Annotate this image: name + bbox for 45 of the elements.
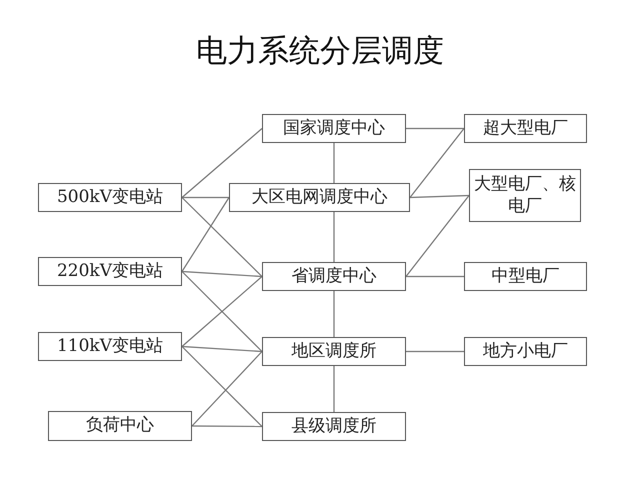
dispatch-box bbox=[262, 262, 406, 291]
connector-line bbox=[182, 197, 262, 277]
node-label: 大区电网调度中心 bbox=[252, 186, 388, 208]
connector-line bbox=[333, 143, 335, 183]
node-label: 县级调度所 bbox=[292, 416, 376, 438]
node-label: 地区调度所 bbox=[292, 340, 376, 362]
connector-line bbox=[406, 350, 464, 352]
connector-line bbox=[333, 291, 335, 337]
connector-line bbox=[182, 346, 262, 352]
connector-line bbox=[333, 366, 335, 412]
connector-line bbox=[182, 196, 229, 198]
connector-line bbox=[406, 128, 464, 130]
dispatch-box bbox=[464, 262, 587, 291]
dispatch-box bbox=[38, 183, 182, 212]
connector-line bbox=[192, 425, 262, 428]
dispatch-box bbox=[38, 257, 182, 286]
node-label: 大型电厂、核电厂 bbox=[473, 174, 577, 217]
dispatch-box bbox=[229, 183, 410, 212]
node-label: 地方小电厂 bbox=[483, 340, 568, 362]
dispatch-box bbox=[464, 337, 587, 366]
connector-line bbox=[192, 351, 262, 426]
connector-line bbox=[410, 128, 464, 198]
connector-line bbox=[182, 270, 262, 278]
connector-line bbox=[182, 197, 230, 272]
node-label: 500kV变电站 bbox=[56, 186, 164, 208]
node-label: 负荷中心 bbox=[86, 415, 154, 437]
connector-line bbox=[406, 195, 470, 277]
connector-line bbox=[182, 346, 262, 427]
node-label: 中型电厂 bbox=[492, 266, 560, 288]
dispatch-box bbox=[262, 337, 406, 366]
connector-line bbox=[182, 128, 262, 198]
dispatch-box bbox=[262, 114, 406, 143]
node-label: 110kV变电站 bbox=[56, 336, 164, 358]
node-label: 220kV变电站 bbox=[56, 260, 164, 282]
dispatch-box bbox=[262, 412, 406, 441]
node-label: 超大型电厂 bbox=[483, 118, 568, 140]
node-label: 国家调度中心 bbox=[283, 118, 385, 140]
node-label: 省调度中心 bbox=[292, 266, 376, 288]
diagram-title: 电力系统分层调度 bbox=[195, 32, 445, 71]
dispatch-box bbox=[464, 114, 587, 143]
connector-line bbox=[406, 276, 464, 278]
dispatch-box bbox=[48, 411, 192, 441]
connector-line bbox=[410, 194, 470, 198]
dispatch-box bbox=[38, 332, 182, 361]
connector-line bbox=[333, 212, 335, 262]
